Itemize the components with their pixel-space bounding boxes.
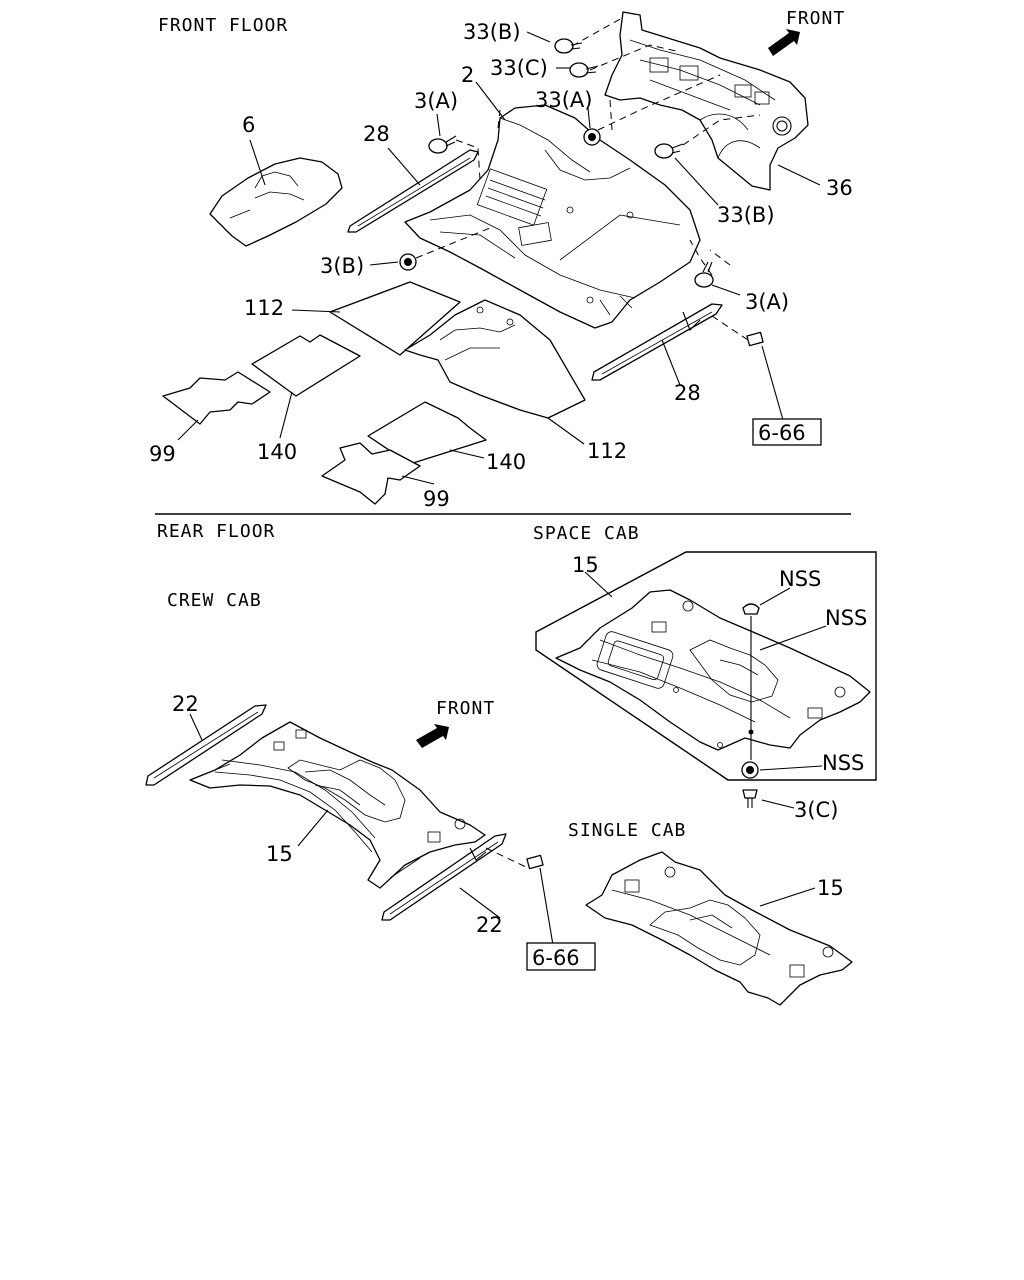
part-140-mat-left <box>251 334 361 397</box>
part-15-space-cab-carpet <box>555 589 871 751</box>
callout-22-top: 22 <box>172 692 199 716</box>
part-99-floor-mat-bottom <box>321 442 421 505</box>
section-title-front-floor: FRONT FLOOR <box>158 15 288 36</box>
callout-33c: 33(C) <box>490 56 548 80</box>
callout-3a-top: 3(A) <box>414 89 458 113</box>
clip-33b-bottom-icon <box>654 143 684 159</box>
space-cab-frame <box>535 551 877 781</box>
callout-nss-carpet: NSS <box>825 606 867 630</box>
callout-112-top: 112 <box>244 296 284 320</box>
clip-ref-front-icon <box>746 331 764 347</box>
callout-112-bottom: 112 <box>587 439 627 463</box>
part-22-scuff-plate-right <box>381 833 507 921</box>
front-direction-label-top: FRONT <box>786 8 845 29</box>
part-28-scuff-plate-right <box>591 303 723 381</box>
reference-box-rear: 6-66 <box>526 942 596 971</box>
part-2-front-carpet <box>404 104 701 329</box>
callout-99-left: 99 <box>149 442 176 466</box>
part-6-tunnel-cover <box>209 157 343 247</box>
callout-33a: 33(A) <box>535 88 592 112</box>
clip-3c-icon <box>742 789 758 808</box>
callout-99-bottom: 99 <box>423 487 450 511</box>
callout-3a-right: 3(A) <box>745 290 789 314</box>
clip-33c-icon <box>569 62 599 78</box>
section-title-single-cab: SINGLE CAB <box>568 820 686 841</box>
callout-33b-top: 33(B) <box>463 20 521 44</box>
part-22-scuff-plate-left <box>145 704 267 786</box>
callout-nss-cap: NSS <box>779 567 821 591</box>
clip-3a-right-icon <box>694 261 714 288</box>
part-99-floor-mat-left <box>162 371 271 425</box>
callout-6: 6 <box>242 113 255 137</box>
callout-33b-bottom: 33(B) <box>717 203 775 227</box>
callout-2: 2 <box>461 63 474 87</box>
callout-3c: 3(C) <box>794 798 838 822</box>
callout-140-middle: 140 <box>486 450 526 474</box>
nut-33a-icon <box>583 128 601 146</box>
callout-15-space-cab: 15 <box>572 553 599 577</box>
front-direction-label-rear: FRONT <box>436 698 495 719</box>
clip-3a-top-icon <box>428 135 457 154</box>
section-title-crew-cab: CREW CAB <box>167 590 262 611</box>
reference-label-front: 6-66 <box>758 421 806 445</box>
section-title-space-cab: SPACE CAB <box>533 523 640 544</box>
part-28-scuff-plate-left <box>347 149 479 233</box>
callout-nss-retainer: NSS <box>822 751 864 775</box>
front-arrow-icon <box>768 29 800 56</box>
callout-28-bottom: 28 <box>674 381 701 405</box>
part-15-crew-cab-carpet <box>189 721 486 889</box>
reference-box-front: 6-66 <box>752 418 822 446</box>
nss-cap-top-icon <box>742 603 760 615</box>
callout-3b: 3(B) <box>320 254 364 278</box>
reference-label-rear: 6-66 <box>532 946 580 970</box>
callout-15-crew-cab: 15 <box>266 842 293 866</box>
callout-28-top: 28 <box>363 122 390 146</box>
part-112-insulator-front <box>329 281 461 356</box>
clip-ref-rear-icon <box>526 854 544 870</box>
callout-15-single-cab: 15 <box>817 876 844 900</box>
callout-22-bottom: 22 <box>476 913 503 937</box>
part-15-single-cab-carpet <box>585 851 853 1006</box>
callout-36: 36 <box>826 176 853 200</box>
nut-3b-icon <box>399 253 417 271</box>
clip-33b-top-icon <box>554 38 583 54</box>
callout-140-left: 140 <box>257 440 297 464</box>
part-36-dash-insulator <box>604 11 809 191</box>
nss-retainer-icon <box>741 761 759 779</box>
part-112-insulator-rear <box>404 299 586 419</box>
section-title-rear-floor: REAR FLOOR <box>157 521 275 542</box>
front-arrow-icon-rear <box>416 724 449 748</box>
